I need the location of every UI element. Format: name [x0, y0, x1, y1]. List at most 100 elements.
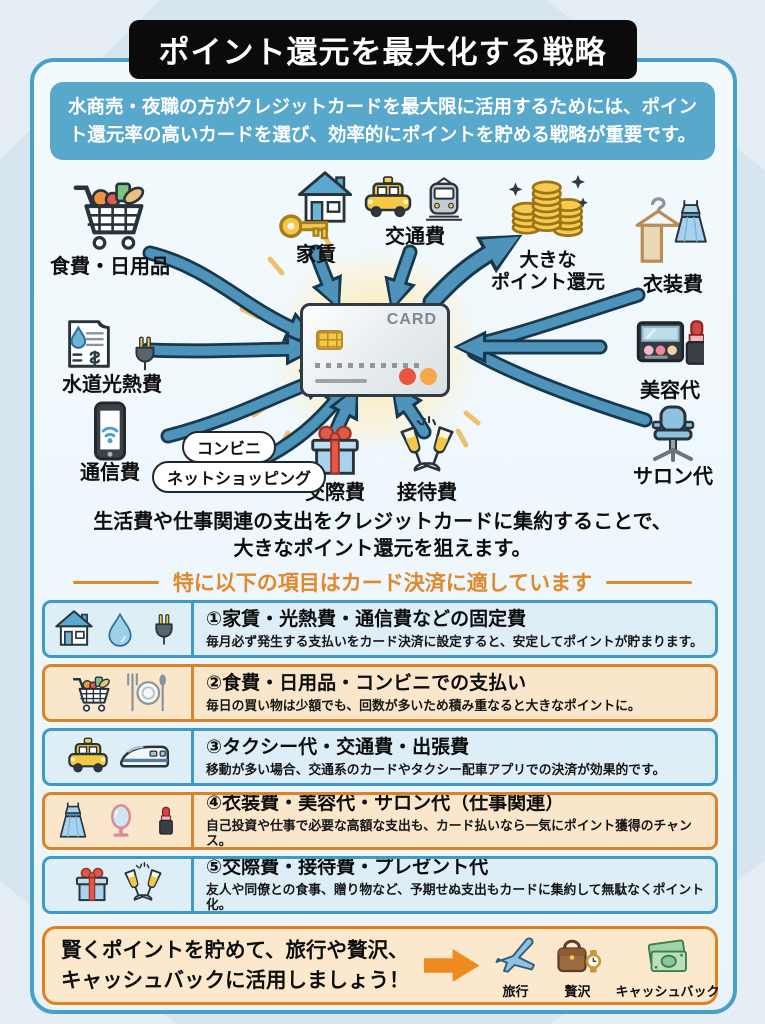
- makeup-lipstick-icon: [636, 312, 704, 380]
- convenience-store-pill: コンビニ: [182, 431, 277, 463]
- mastercard-icon: [399, 368, 437, 386]
- champagne-toast-icon: [399, 416, 455, 472]
- house-key-icon: [278, 168, 354, 244]
- grocery-cart-icon: [72, 675, 112, 713]
- water-drop-icon: [108, 613, 132, 647]
- row-icon-cell: [45, 795, 194, 847]
- node-label: サロン代: [633, 466, 713, 488]
- row-icon-cell: [45, 603, 194, 655]
- row-title: ③タクシー代・交通費・出張費: [206, 736, 470, 758]
- diagram-node-rent: 家賃: [258, 168, 374, 267]
- section-divider-line: [606, 580, 693, 584]
- row-icon-cell: [45, 667, 194, 719]
- row-description: 毎月必ず発生する支払いをカード決済に設定すると、安定してポイントが貯まります。: [206, 633, 703, 649]
- footer-text: 賢くポイントを貯めて、旅行や贅沢、 キャッシュバックに活用しましょう！: [61, 936, 410, 995]
- shinkansen-icon: [118, 745, 169, 768]
- diagram-node-salon: サロン代: [618, 402, 728, 489]
- intro-text: 水商売・夜職の方がクレジットカードを最大限に活用するためには、ポイント還元率の高…: [50, 82, 715, 160]
- diagram-node-reward: 大きな ポイント還元: [478, 170, 618, 294]
- footer-item-cashback: キャッシュバック: [616, 932, 720, 1000]
- row-description: 自己投資や仕事で必要な高額な支出も、カード払いなら一気にポイント獲得のチャンス。: [206, 818, 692, 849]
- diagram-node-transport: 交通費: [360, 172, 470, 249]
- list-item-fixed-costs: ①家賃・光熱費・通信費などの固定費 毎月必ず発生する支払いをカード決済に設定する…: [42, 600, 718, 658]
- node-label: 食費・日用品: [50, 256, 170, 278]
- node-label: ポイント還元: [490, 271, 605, 293]
- node-label: 美容代: [640, 380, 700, 402]
- footer-item-luxury: 贅沢: [554, 932, 602, 1000]
- grocery-cart-icon: [68, 172, 152, 256]
- list-item-daily-spending: ②食費・日用品・コンビニでの支払い 毎日の買い物は少額でも、回数が多いため積み重…: [42, 664, 718, 722]
- diagram-node-costume: 衣装費: [618, 192, 728, 297]
- node-label: 接待費: [397, 482, 457, 504]
- diagram-node-food: 食費・日用品: [35, 172, 185, 279]
- card-number-dashes: [315, 363, 423, 368]
- utility-bill-icon: [68, 320, 110, 368]
- train-icon: [425, 177, 463, 221]
- section-divider-line: [72, 580, 159, 584]
- gift-box-icon: [75, 867, 108, 902]
- hanger-dress-icon: [632, 192, 714, 274]
- power-plug-icon: [135, 336, 155, 371]
- section-header: 特に以下の項目はカード決済に適しています: [0, 567, 765, 597]
- expense-arrows: [140, 244, 653, 472]
- arrows-overlay: [140, 230, 653, 472]
- diagram-node-beauty: 美容代: [612, 312, 728, 403]
- footer-item-label: 旅行: [502, 983, 529, 999]
- row-title: ④衣装費・美容代・サロン代（仕事関連）: [206, 793, 565, 815]
- row-description: 毎日の買い物は少額でも、回数が多いため積み重なると大きなポイントに。: [206, 697, 641, 713]
- right-arrow-icon: [423, 948, 480, 983]
- section-title: 特に以下の項目はカード決済に適しています: [172, 572, 593, 595]
- footer-item-label: 贅沢: [564, 983, 591, 999]
- footer-item-travel: 旅行: [492, 932, 540, 1000]
- list-item-transport: ③タクシー代・交通費・出張費 移動が多い場合、交通系のカードやタクシー配車アプリ…: [42, 728, 718, 786]
- airplane-icon: [495, 936, 535, 973]
- node-label: 交通費: [385, 226, 445, 248]
- row-icon-cell: [45, 731, 194, 783]
- dress-icon: [59, 801, 87, 838]
- mirror-icon: [111, 804, 131, 838]
- card-chip-icon: [316, 330, 343, 350]
- node-label: 衣装費: [643, 274, 703, 296]
- summary-text: 生活費や仕事関連の支出をクレジットカードに集約することで、 大きなポイント還元を…: [0, 509, 765, 563]
- list-item-work-related: ④衣装費・美容代・サロン代（仕事関連） 自己投資や仕事で必要な高額な支出も、カー…: [42, 792, 718, 850]
- row-description: 友人や同僚との食事、贈り物など、予期せぬ支出もカードに集約して無駄なくポイント化…: [206, 882, 704, 913]
- power-plug-icon: [155, 613, 173, 645]
- taxi-icon: [364, 175, 412, 218]
- smartphone-wifi-icon: [94, 401, 126, 461]
- page-title: ポイント還元を最大化する戦略: [128, 20, 637, 79]
- footer-item-label: キャッシュバック: [615, 983, 720, 999]
- diagram-node-entertainment: 接待費: [384, 416, 470, 505]
- row-icon-cell: [45, 859, 194, 911]
- plate-cutlery-icon: [126, 673, 167, 712]
- node-label: 家賃: [296, 244, 336, 266]
- footer-callout: 賢くポイントを貯めて、旅行や贅沢、 キャッシュバックに活用しましょう！ 旅行 贅…: [42, 926, 720, 1005]
- reward-arrow: [422, 234, 523, 312]
- footer-line1: 賢くポイントを貯めて、旅行や贅沢、: [61, 938, 409, 962]
- footer-line2: キャッシュバックに活用しましょう！: [61, 968, 410, 992]
- taxi-icon: [67, 737, 108, 773]
- row-title: ②食費・日用品・コンビニでの支払い: [206, 672, 527, 694]
- node-label: 水道光熱費: [62, 374, 162, 396]
- node-label: 大きな: [519, 250, 577, 271]
- diagram-node-utilities: 水道光熱費: [42, 312, 182, 397]
- row-description: 移動が多い場合、交通系のカードやタクシー配車アプリでの決済が効果的です。: [206, 761, 666, 777]
- credit-card: CARD: [300, 303, 450, 397]
- footer-reward-items: 旅行 贅沢 キャッシュバック: [492, 932, 720, 1000]
- house-icon: [55, 610, 93, 646]
- net-shopping-pill: ネットショッピング: [152, 461, 327, 493]
- card-brand-label: CARD: [386, 311, 437, 328]
- champagne-toast-icon: [123, 862, 162, 901]
- handbag-watch-icon: [556, 939, 601, 974]
- card-signature-line: [315, 379, 367, 383]
- coin-stacks-icon: [508, 173, 588, 237]
- diagram-node-communication: 通信費: [60, 400, 160, 485]
- row-title: ①家賃・光熱費・通信費などの固定費: [206, 608, 527, 630]
- list-item-social: ⑤交際費・接待費・プレゼント代 友人や同僚との食事、贈り物など、予期せぬ支出もカ…: [42, 856, 718, 914]
- summary-line2: 大きなポイント還元を狙えます。: [233, 538, 532, 560]
- lipstick-icon: [159, 806, 173, 835]
- node-label: 通信費: [80, 462, 140, 484]
- money-bills-icon: [647, 938, 687, 972]
- row-title: ⑤交際費・接待費・プレゼント代: [206, 857, 489, 879]
- summary-line1: 生活費や仕事関連の支出をクレジットカードに集約することで、: [93, 511, 672, 533]
